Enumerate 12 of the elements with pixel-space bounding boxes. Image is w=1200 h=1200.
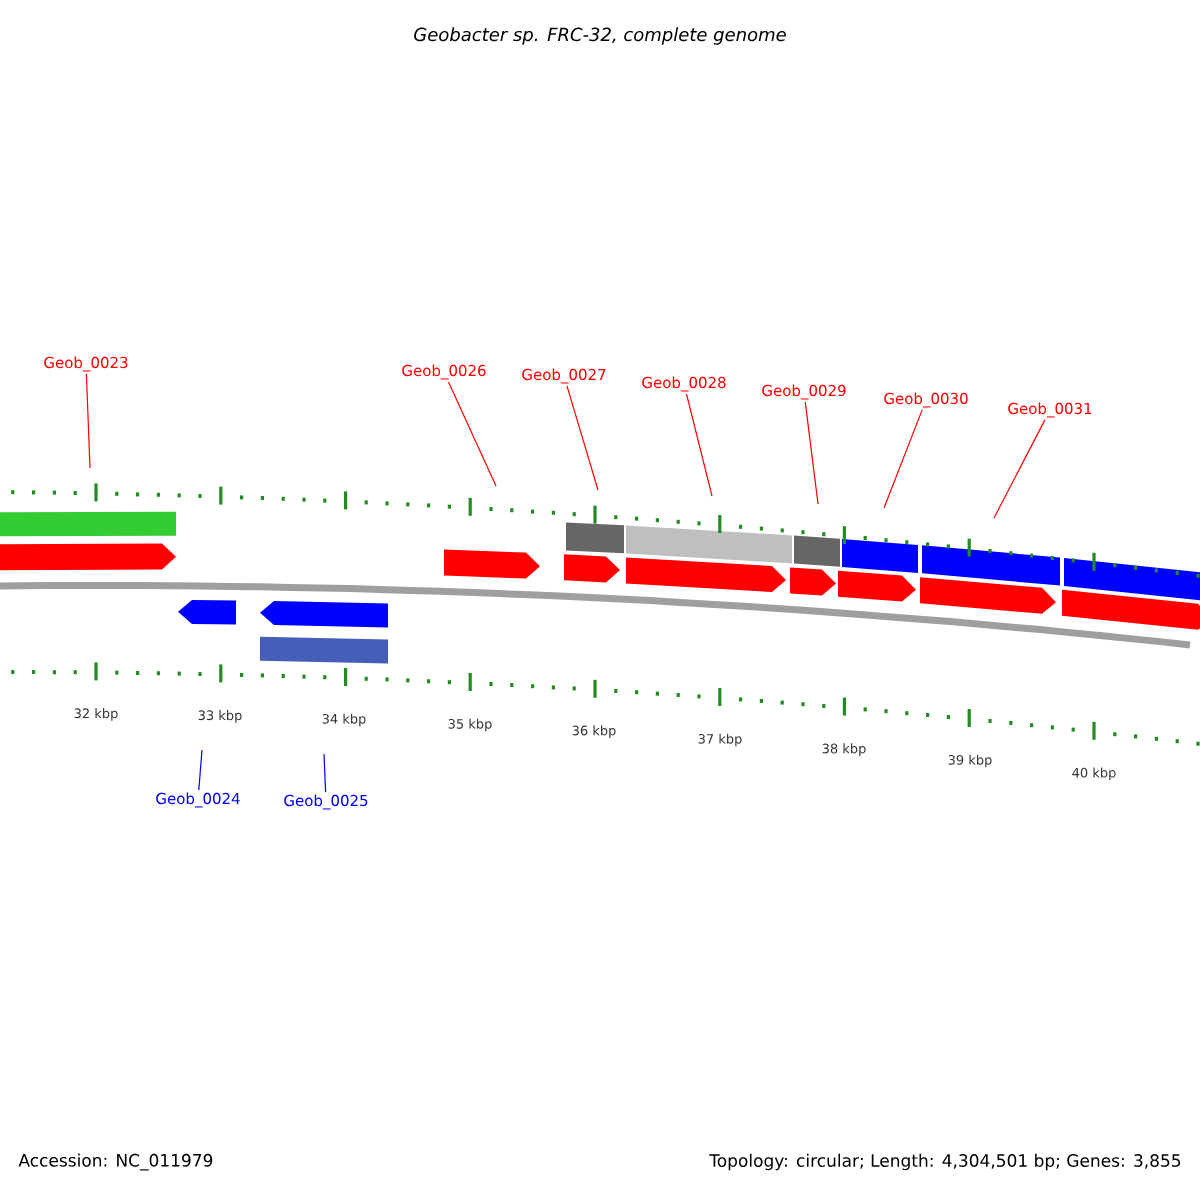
leader-line bbox=[993, 419, 1046, 519]
leader-line bbox=[447, 381, 497, 487]
accession-text: Accession: NC_011979 bbox=[18, 1153, 213, 1171]
leader-line bbox=[323, 753, 327, 793]
genome-info-text: Topology: circular; Length: 4,304,501 bp; Genes: 3,855 bbox=[709, 1153, 1181, 1171]
title: Geobacter sp. FRC-32, complete genome bbox=[414, 27, 786, 45]
leader-line bbox=[685, 393, 713, 497]
leader-line bbox=[804, 401, 819, 505]
leader-line bbox=[198, 749, 203, 791]
leader-line bbox=[85, 373, 91, 469]
leader-line bbox=[566, 385, 599, 491]
leader-line bbox=[883, 409, 923, 509]
